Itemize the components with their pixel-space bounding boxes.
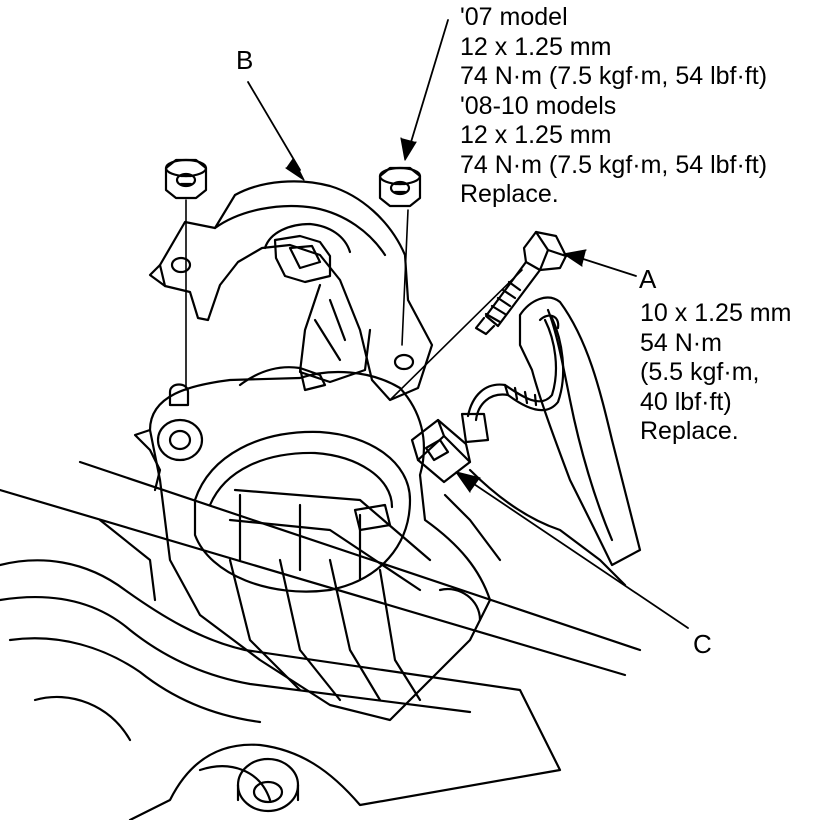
bolt-left: [164, 158, 208, 200]
spec-a-bolt: 10 x 1.25 mm 54 N·m (5.5 kgf·m, 40 lbf·f…: [640, 299, 791, 447]
spec-b-line: '07 model: [460, 3, 568, 31]
spec-b-line: 12 x 1.25 mm: [460, 121, 612, 149]
mount-body: [133, 366, 492, 722]
spec-b-line: Replace.: [460, 180, 559, 208]
spec-a-line: (5.5 kgf·m,: [640, 358, 760, 386]
spec-a-line: Replace.: [640, 417, 739, 445]
callout-b: B: [236, 45, 254, 75]
callout-c: C: [693, 629, 712, 659]
spec-a-line: 10 x 1.25 mm: [640, 299, 792, 327]
spec-b-line: 74 N·m (7.5 kgf·m, 54 lbf·ft): [460, 150, 768, 179]
bolt-right: [378, 166, 422, 208]
spec-a-line: 54 N·m: [640, 328, 722, 357]
bracket-b: [148, 180, 434, 402]
spec-b-line: '08-10 models: [460, 91, 617, 120]
spec-b-line: 74 N·m (7.5 kgf·m, 54 lbf·ft): [460, 62, 768, 90]
leader-lines: [247, 19, 689, 629]
connector-c: [410, 316, 565, 484]
alignment-lines: [185, 199, 523, 401]
subframe: [0, 460, 642, 820]
hose: [443, 296, 642, 587]
spec-b-bolts: '07 model 12 x 1.25 mm 74 N·m (7.5 kgf·m…: [460, 3, 767, 210]
spec-a-line: 40 lbf·ft): [640, 387, 732, 416]
callout-a: A: [639, 264, 657, 294]
bolt-a: [474, 230, 568, 336]
spec-b-line: 12 x 1.25 mm: [460, 32, 612, 61]
